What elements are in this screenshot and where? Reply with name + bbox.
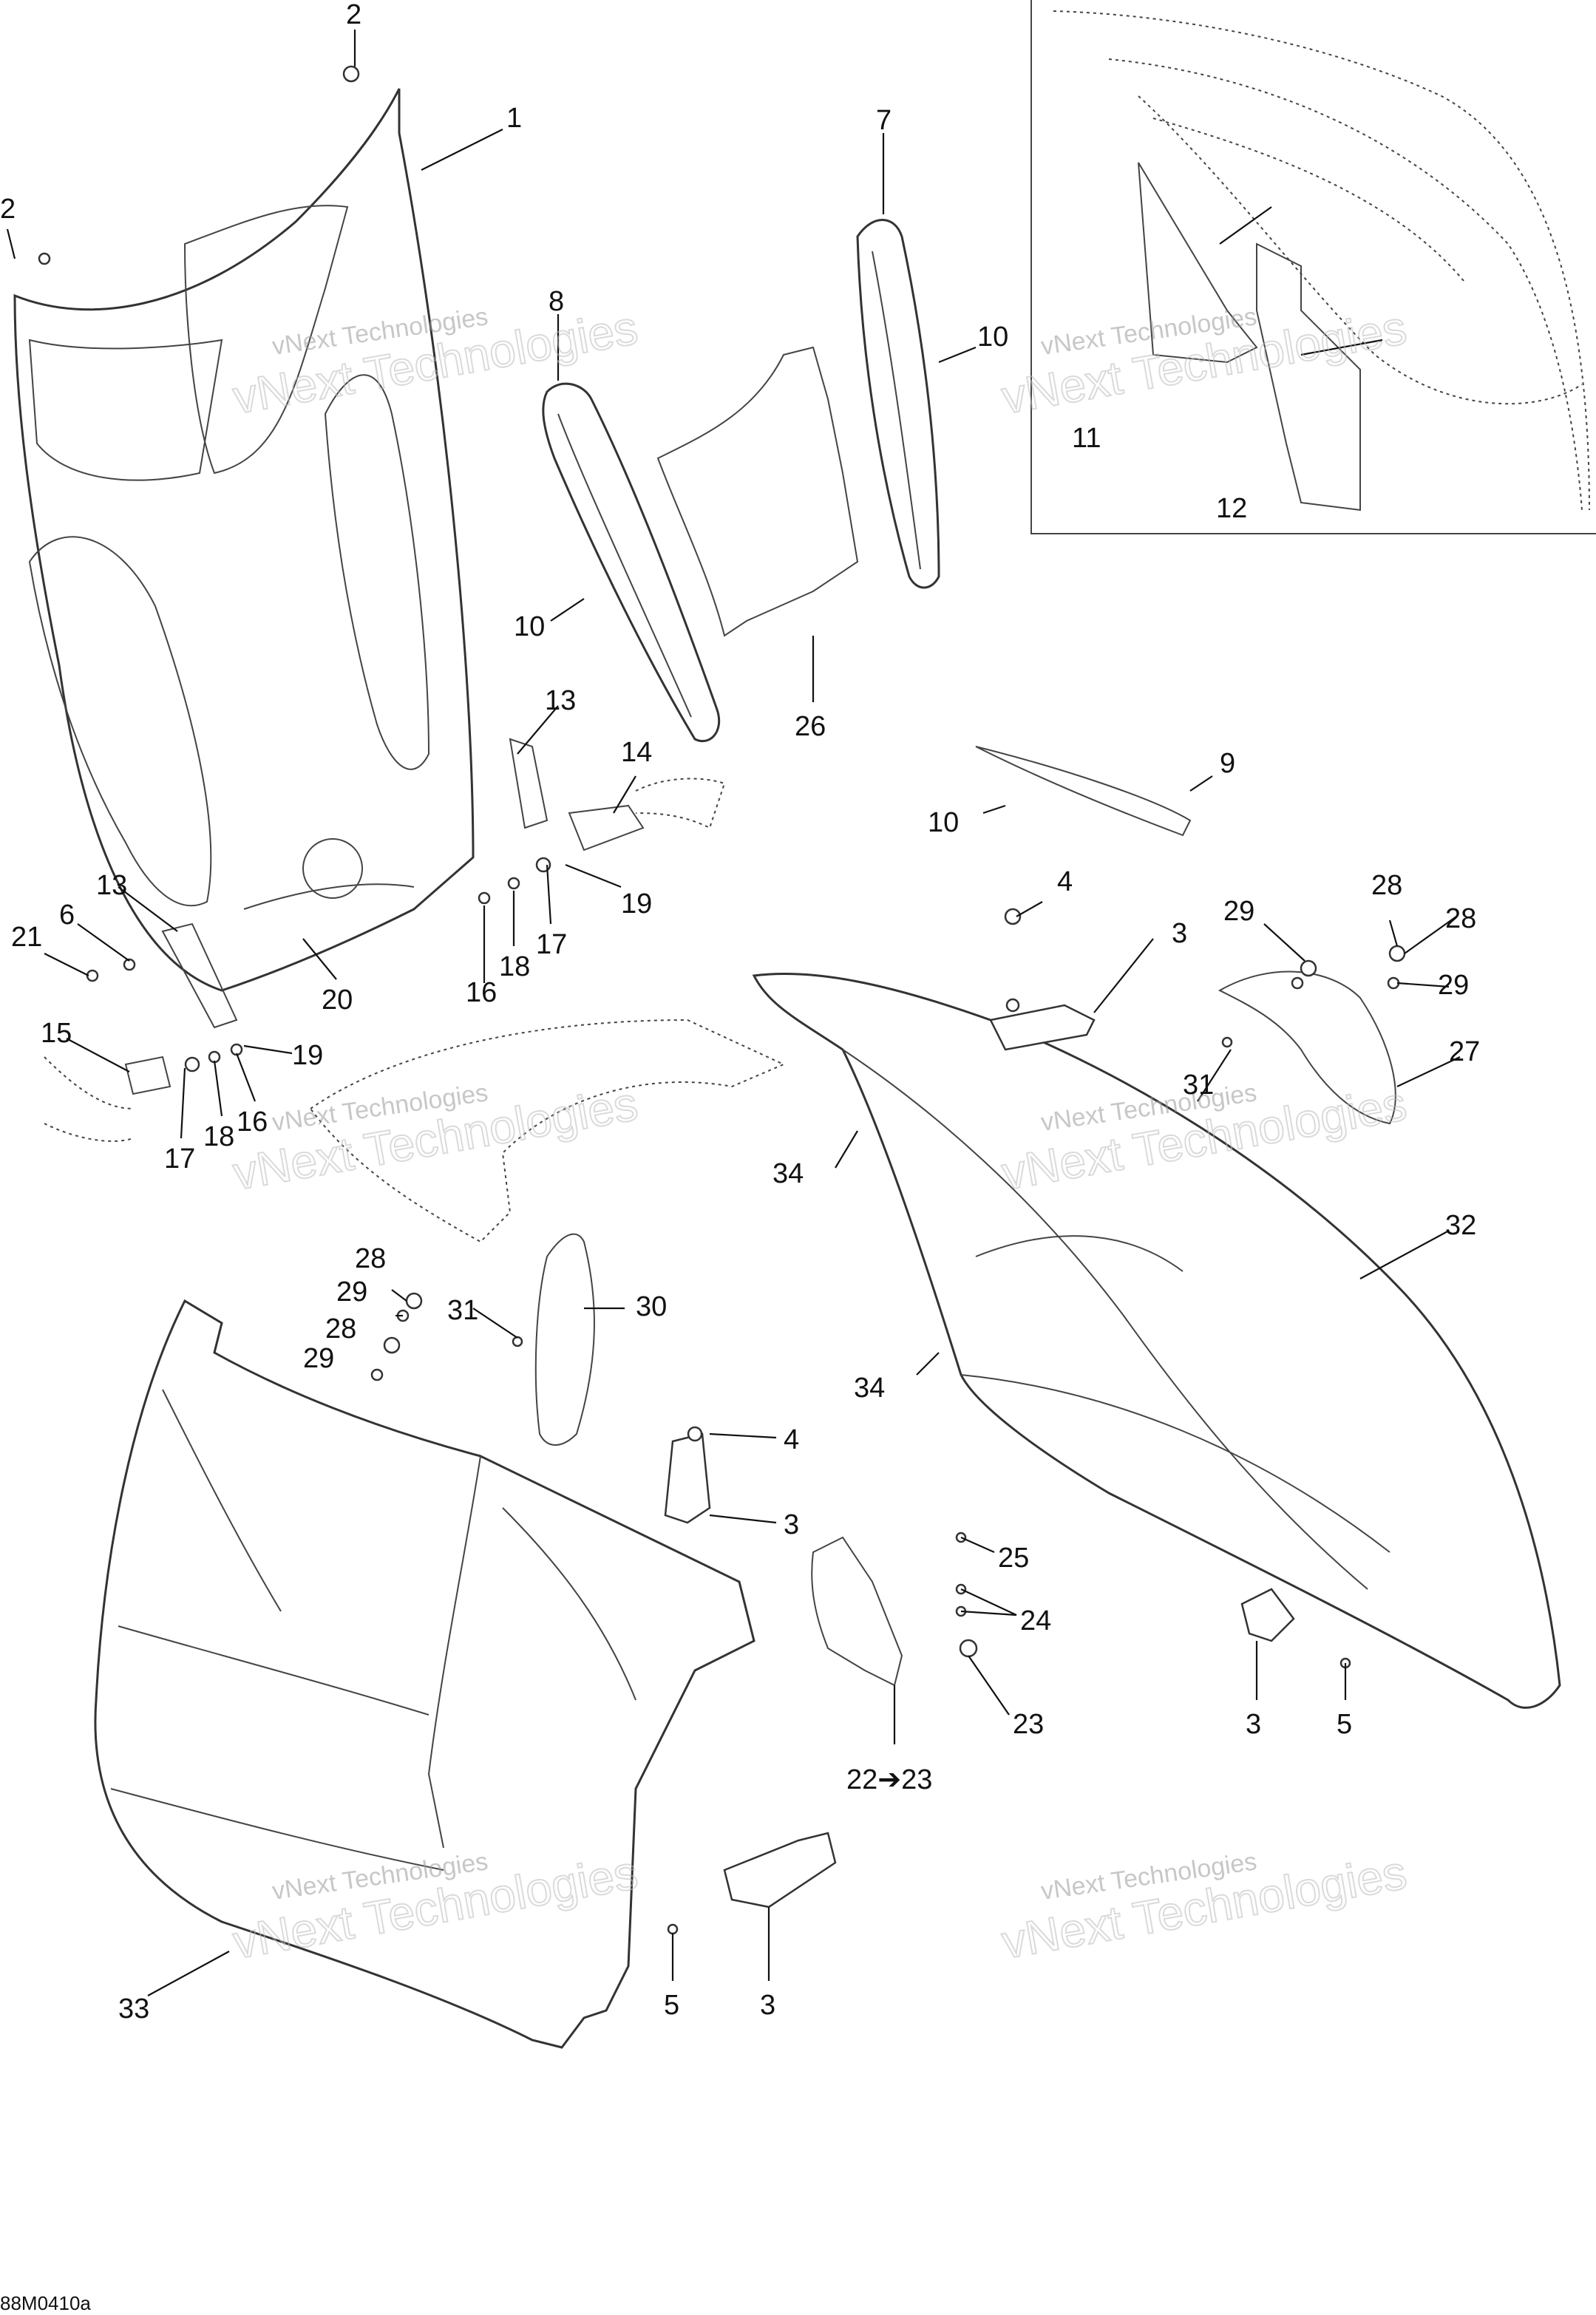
part-1-hood — [13, 88, 475, 992]
callout-5: 5 — [1337, 1709, 1352, 1740]
callout-27: 27 — [1449, 1036, 1480, 1067]
callout-12: 12 — [1216, 493, 1247, 524]
callout-5: 5 — [664, 1990, 679, 2021]
callout-29: 29 — [1438, 970, 1469, 1001]
callout-31: 31 — [1183, 1070, 1214, 1101]
callout-2: 2 — [346, 0, 361, 30]
part-26-panel — [656, 346, 859, 637]
callout-20: 20 — [322, 985, 353, 1016]
part-30-duct — [534, 1233, 595, 1446]
callout-29: 29 — [336, 1277, 367, 1308]
inset-frame — [1030, 0, 1596, 534]
part-12 — [1256, 242, 1361, 511]
callout-18: 18 — [499, 951, 530, 982]
callout-28: 28 — [355, 1243, 386, 1274]
callout-14: 14 — [621, 737, 652, 768]
callout-32: 32 — [1445, 1210, 1476, 1241]
part-22-bracket — [811, 1536, 903, 1687]
part-8-grille — [542, 382, 721, 743]
part-9-trim — [975, 746, 1192, 837]
callout-labels: 2 2 1 7 8 10 10 11 12 26 13 14 9 10 19 1… — [0, 0, 1480, 2025]
callout-9: 9 — [1220, 748, 1235, 779]
callout-25: 25 — [998, 1543, 1029, 1574]
callout-29: 29 — [303, 1343, 334, 1374]
callout-2: 2 — [0, 194, 16, 225]
callout-34: 34 — [772, 1158, 804, 1189]
part-7-grille — [856, 219, 940, 589]
latches — [664, 1004, 1295, 1908]
leader-lines — [6, 30, 1461, 1996]
callout-6: 6 — [59, 900, 75, 931]
callout-24: 24 — [1020, 1605, 1051, 1636]
watermarks: vNext Technologies vNext Technologies vN… — [228, 300, 1411, 1970]
callout-31: 31 — [447, 1295, 478, 1326]
callout-10: 10 — [977, 322, 1008, 353]
part-27-duct — [1218, 970, 1396, 1125]
callout-3: 3 — [760, 1990, 775, 2021]
figure-code: 88M0410a — [0, 2292, 91, 2314]
callout-4: 4 — [784, 1424, 799, 1455]
callout-3: 3 — [1246, 1709, 1261, 1740]
callout-28: 28 — [1445, 903, 1476, 934]
part-33-side-panel — [94, 1299, 755, 2049]
callout-21: 21 — [11, 922, 42, 953]
callout-26: 26 — [795, 711, 826, 742]
callout-19: 19 — [621, 888, 652, 919]
callout-30: 30 — [636, 1291, 667, 1322]
part-11 — [1138, 162, 1258, 364]
callout-18: 18 — [203, 1121, 234, 1152]
callout-23: 23 — [1013, 1709, 1044, 1740]
callout-4: 4 — [1057, 866, 1073, 897]
callout-3: 3 — [1172, 918, 1187, 949]
callout-29: 29 — [1223, 896, 1254, 927]
callout-8: 8 — [549, 286, 564, 317]
callout-15: 15 — [41, 1018, 72, 1049]
callout-16: 16 — [237, 1106, 268, 1138]
hardware — [38, 65, 1406, 1935]
part-32-side-panel — [752, 973, 1561, 1709]
callout-7: 7 — [876, 105, 892, 136]
callout-22-23: 22➔23 — [846, 1764, 932, 1795]
callout-19: 19 — [292, 1040, 323, 1071]
callout-13: 13 — [96, 870, 127, 901]
callout-33: 33 — [118, 1993, 149, 2025]
callout-34: 34 — [854, 1373, 885, 1404]
callout-10: 10 — [928, 807, 959, 838]
callout-10: 10 — [514, 611, 545, 642]
callout-16: 16 — [466, 977, 497, 1008]
callout-28: 28 — [325, 1313, 356, 1345]
callout-17: 17 — [536, 929, 567, 960]
callout-13: 13 — [545, 685, 576, 716]
mounting-rail — [309, 1019, 786, 1243]
callout-1: 1 — [506, 103, 522, 134]
callout-3: 3 — [784, 1509, 799, 1540]
callout-17: 17 — [164, 1143, 195, 1175]
callout-28: 28 — [1371, 870, 1402, 901]
callout-11: 11 — [1072, 423, 1101, 454]
